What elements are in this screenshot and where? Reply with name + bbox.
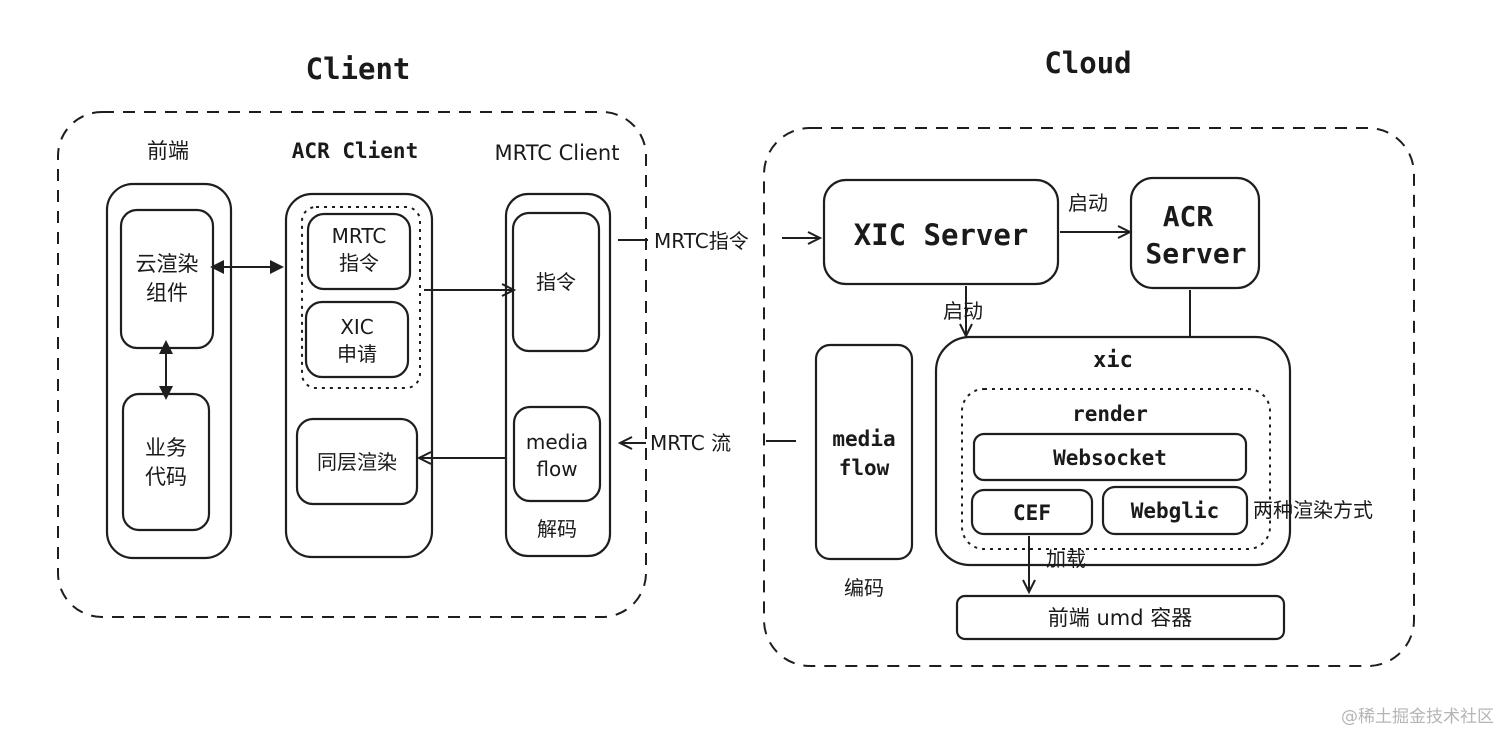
start-label-xic: 启动	[943, 299, 983, 323]
cef-box	[970, 488, 1094, 536]
frontend-column: 前端 云渲染组件 业务代码	[105, 139, 233, 560]
client-boundary	[57, 111, 647, 618]
client-title: Client	[306, 52, 411, 86]
xic-server-label: XIC Server	[854, 218, 1029, 252]
acr-server-box	[1129, 176, 1261, 290]
mrtc-stream-link-label: MRTC 流	[650, 431, 731, 455]
frontend-umd-container-box	[955, 594, 1286, 641]
cloud-title: Cloud	[1044, 46, 1131, 80]
render-modes-label: 两种渲染方式	[1253, 498, 1373, 522]
acr-client-heading: ACR Client	[292, 139, 418, 163]
mrtc-command-receiver-label: 指令	[536, 270, 576, 294]
cloud-render-component-box	[119, 208, 215, 350]
mrtc-client-heading: MRTC Client	[495, 141, 620, 165]
xic-block: xic render Websocket CEF Webglic	[934, 335, 1292, 567]
mrtc-client-container	[504, 192, 612, 558]
frontend-container	[105, 182, 233, 560]
cross-links: MRTC指令 MRTC 流	[617, 229, 823, 455]
load-label: 加载	[1046, 547, 1086, 571]
business-code-label: 业务代码	[145, 436, 187, 489]
business-code-box	[121, 392, 211, 532]
frontend-heading: 前端	[147, 139, 189, 163]
acr-client-container	[284, 192, 434, 559]
xic-apply-box	[304, 300, 410, 379]
start-label-acr: 启动	[1068, 191, 1108, 215]
mrtc-command-receiver-box	[511, 211, 601, 353]
render-title: render	[1072, 402, 1148, 426]
cef-label: CEF	[1013, 501, 1051, 525]
websocket-box	[972, 432, 1248, 482]
webglic-box	[1101, 485, 1249, 536]
decode-label: 解码	[537, 517, 577, 541]
xic-title: xic	[1093, 348, 1133, 373]
xic-server-box	[822, 178, 1060, 286]
cloud-boundary	[763, 127, 1415, 667]
frontend-umd-container-label: 前端 umd 容器	[1048, 606, 1192, 630]
cloud-media-flow-box	[814, 343, 914, 561]
websocket-label: Websocket	[1053, 446, 1167, 470]
webglic-label: Webglic	[1131, 499, 1220, 523]
mrtc-command-link-label: MRTC指令	[654, 229, 749, 253]
mrtc-command-box	[306, 212, 412, 291]
client-media-flow-box	[512, 405, 602, 503]
xic-container	[934, 335, 1292, 567]
encode-label: 编码	[844, 576, 884, 600]
cloud-render-component-label: 云渲染组件	[136, 252, 199, 305]
same-layer-render-label: 同层渲染	[317, 450, 397, 474]
watermark: @稀土掘金技术社区	[1341, 707, 1494, 727]
